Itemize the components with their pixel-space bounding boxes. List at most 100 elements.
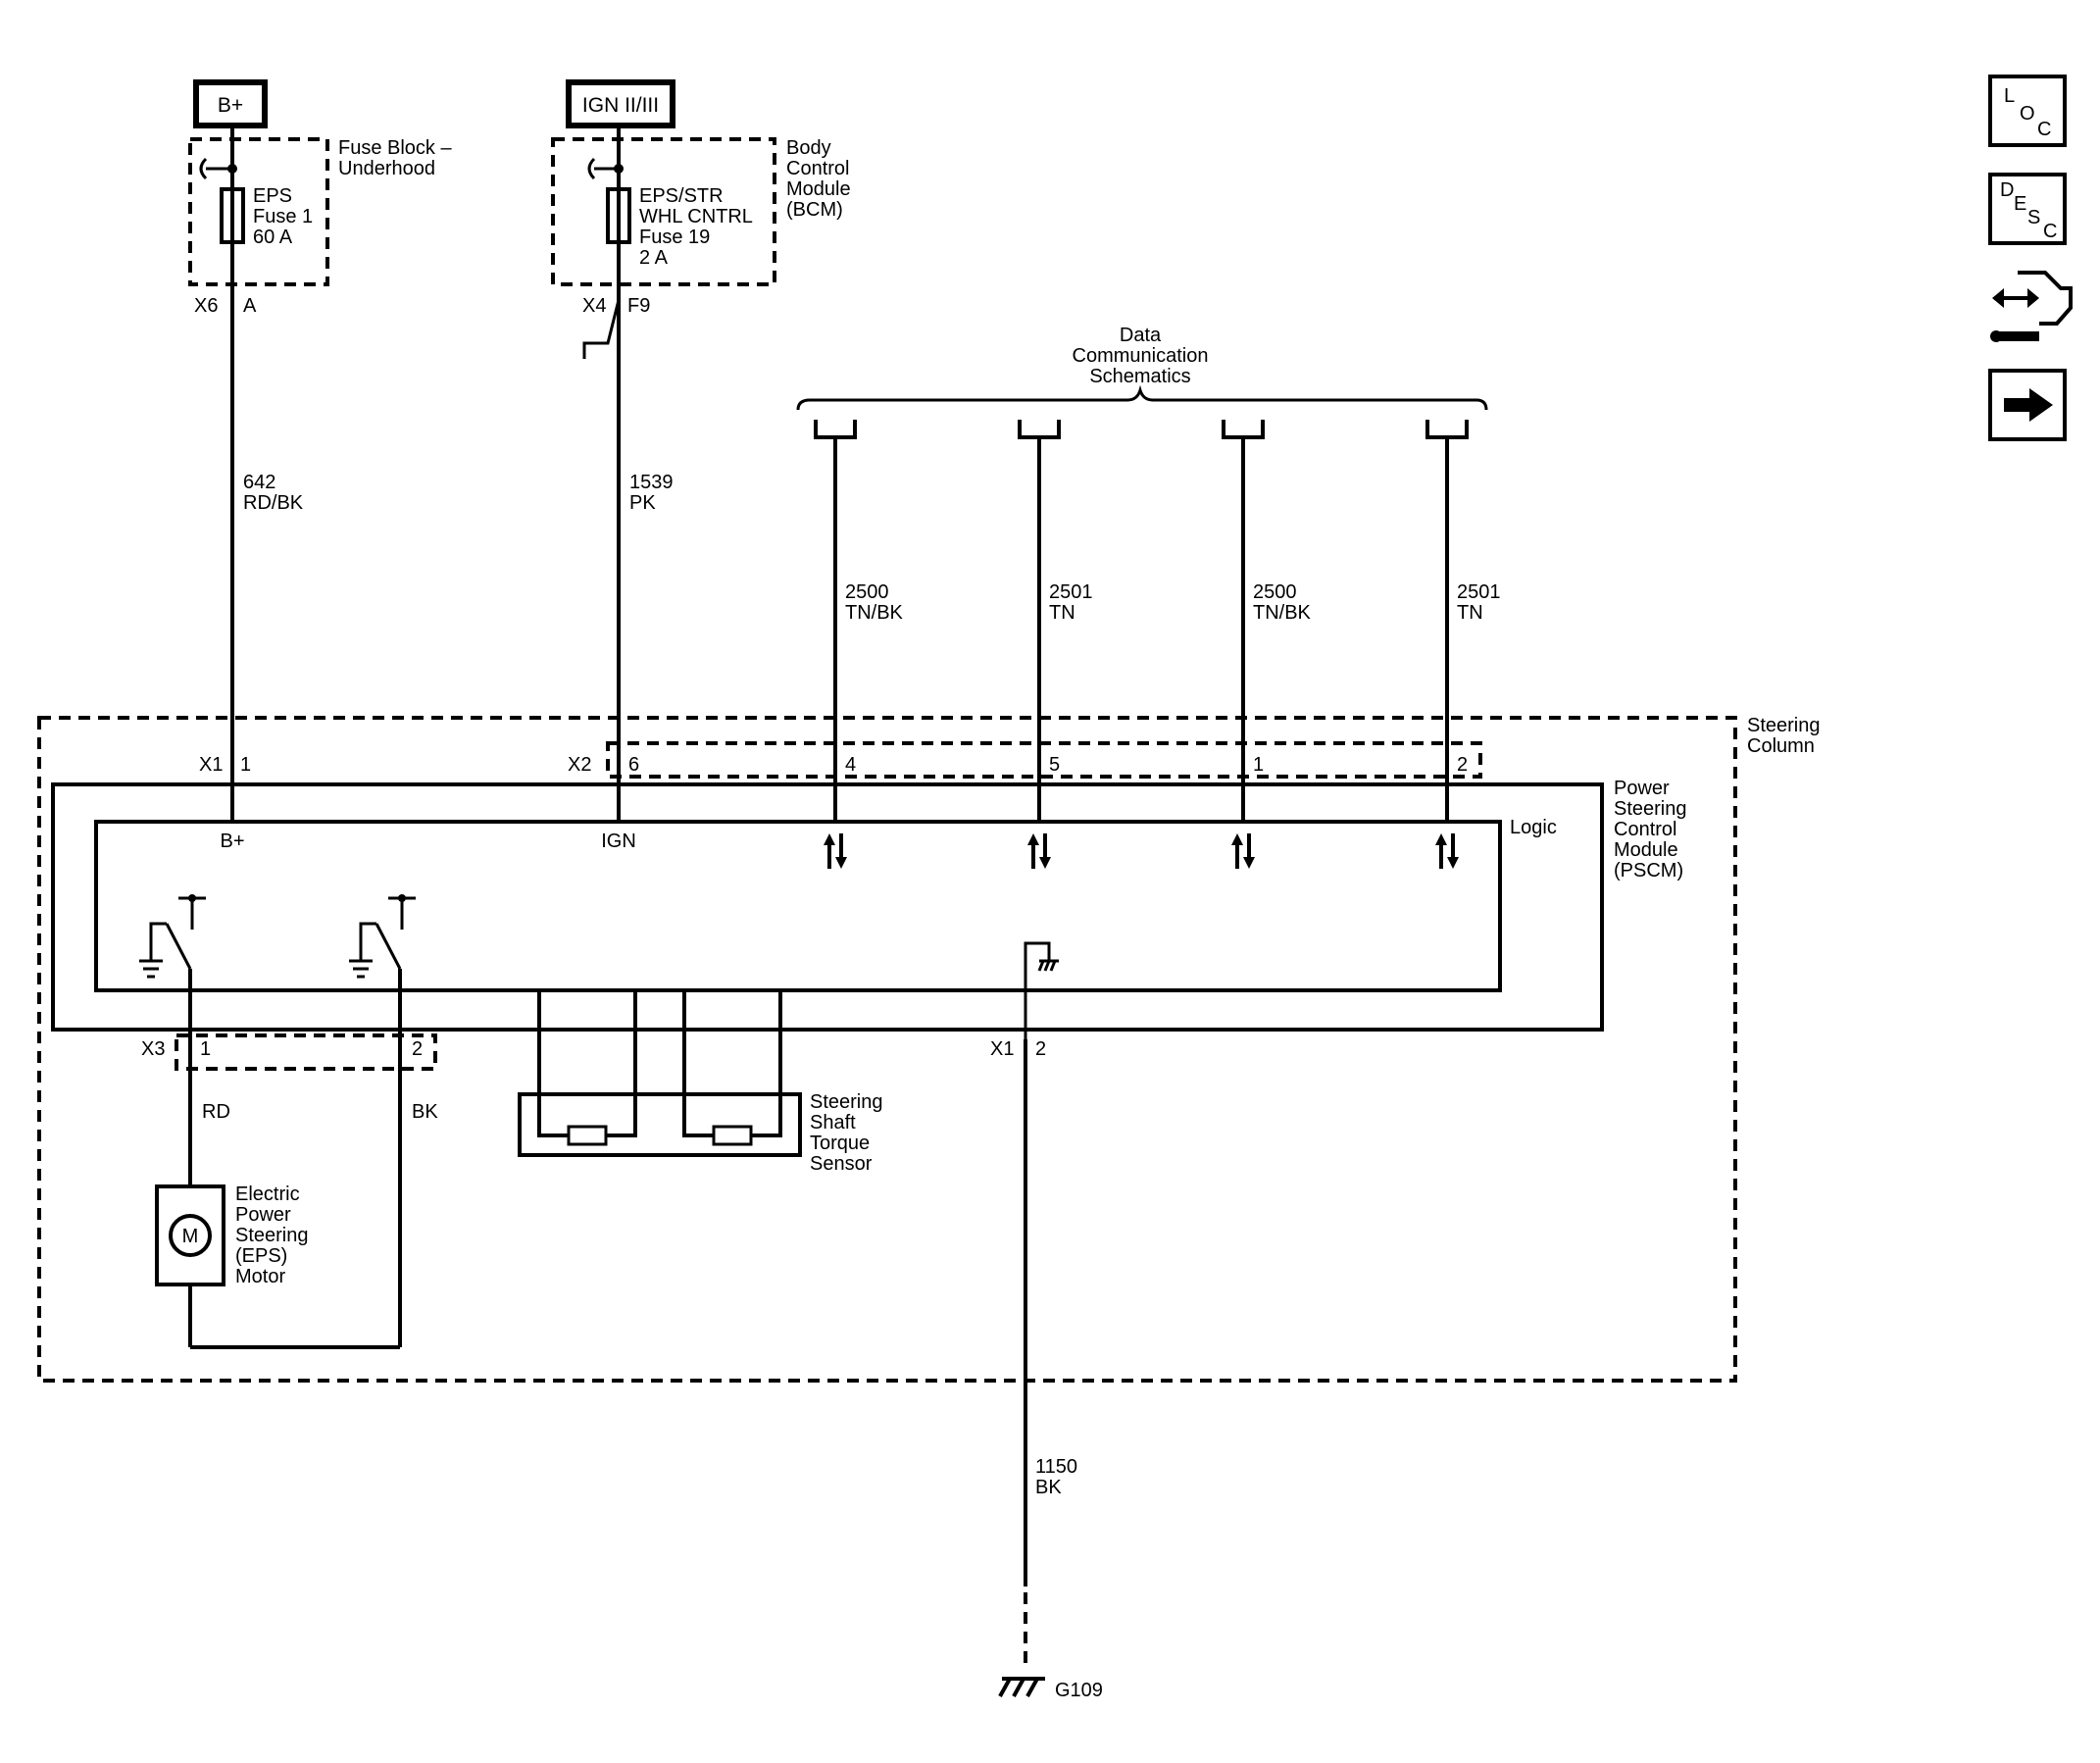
- bcm-label-1: Body: [786, 137, 831, 159]
- wire-1539: 1539 PK: [617, 127, 674, 822]
- description-button[interactable]: D E S C: [1988, 173, 2067, 245]
- data-comm-label-3: Schematics: [1089, 366, 1190, 387]
- wire-642: 642 RD/BK: [230, 127, 304, 822]
- pscm-label-3: Control: [1614, 819, 1676, 840]
- next-button[interactable]: [1988, 369, 2067, 441]
- wire-642-color: RD/BK: [243, 492, 304, 514]
- fuse-block-label: Fuse Block –: [338, 137, 452, 159]
- bcm-splice-icon: [587, 157, 596, 180]
- eps-motor-circuit: RD BK M Electric Power Steering (EPS) Mo…: [155, 1069, 438, 1349]
- data-comm-label-1: Data: [1120, 325, 1162, 346]
- wire-2500-b: 2500 TN/BK: [1241, 437, 1312, 822]
- motor-symbol: M: [182, 1226, 199, 1247]
- x2-pin-5: 5: [1049, 754, 1060, 776]
- fuse-block-label-2: Underhood: [338, 158, 435, 179]
- x2-pin-4: 4: [845, 754, 856, 776]
- pscm-label-5: (PSCM): [1614, 860, 1683, 882]
- x2-pin-2: 2: [1457, 754, 1468, 776]
- internal-ground-icon: [1024, 941, 1059, 1039]
- torque-sensor-label-3: Torque: [810, 1133, 870, 1154]
- fuse-block-underhood: Fuse Block – Underhood EPS Fuse 1 60 A X…: [188, 137, 452, 317]
- bidirectional-arrow-icon: [822, 831, 849, 871]
- wire-1150: 1150 BK: [1024, 1039, 1077, 1669]
- desc-letter-c: C: [2043, 221, 2057, 242]
- x3-connector-outline: [175, 1033, 437, 1071]
- x1-connector: X1: [199, 754, 223, 776]
- fuse-block-connector: X6: [194, 295, 218, 317]
- torque-sensor-label-2: Shaft: [810, 1112, 856, 1133]
- ign-source-label: IGN II/III: [582, 94, 659, 117]
- steering-column: Steering Column: [37, 715, 1821, 1383]
- data-connector-3-icon: [1222, 420, 1265, 439]
- bcm-fuse-label: EPS/STR: [639, 185, 724, 207]
- bcm-fuse-label-2: WHL CNTRL: [639, 206, 753, 227]
- x3-pin-1: 1: [200, 1038, 211, 1060]
- wire-642-circuit: 642: [243, 472, 275, 493]
- pscm-ign-label: IGN: [601, 831, 636, 852]
- x2-pin-1: 1: [1253, 754, 1264, 776]
- bcm-fuse-rating: 2 A: [639, 247, 669, 269]
- steering-shaft-torque-sensor: Steering Shaft Torque Sensor: [518, 992, 883, 1175]
- data-connector-2-icon: [1018, 420, 1061, 439]
- steering-column-label-1: Steering: [1747, 715, 1821, 736]
- loc-letter-l: L: [2004, 85, 2015, 107]
- diagnostic-connector-icon: [1990, 271, 2073, 342]
- wire-2500-a-circuit: 2500: [845, 581, 889, 603]
- loc-letter-c: C: [2037, 119, 2051, 140]
- wire-2500-a: 2500 TN/BK: [833, 437, 904, 822]
- motor-label-1: Electric: [235, 1184, 300, 1205]
- wire-2500-b-color: TN/BK: [1253, 602, 1312, 624]
- wire-1150-color: BK: [1035, 1477, 1062, 1498]
- motor-wire-rd: RD: [202, 1101, 230, 1123]
- diagnostic-connector-button[interactable]: [1990, 271, 2073, 342]
- ground-label: G109: [1055, 1680, 1103, 1701]
- x2-connector: X2: [568, 754, 591, 776]
- x1-pin-1: 1: [240, 754, 251, 776]
- data-connector-1-icon: [814, 420, 857, 439]
- desc-letter-d: D: [2000, 179, 2014, 201]
- x2-connector-outline: [606, 741, 1482, 779]
- connector-labels-bottom: X3 1 2 X1 2: [141, 1038, 1046, 1060]
- ign-source: IGN II/III: [566, 79, 675, 128]
- bcm-pin: F9: [627, 295, 650, 317]
- bplus-source-label: B+: [218, 94, 243, 117]
- torque-sensor-label-1: Steering: [810, 1091, 883, 1113]
- fuse-block-pin: A: [243, 295, 257, 317]
- torque-resistor-2-icon: [712, 1125, 753, 1146]
- wire-2501-a-color: TN: [1049, 602, 1075, 624]
- wire-1539-color: PK: [629, 492, 656, 514]
- ground-g109-icon: G109: [998, 1677, 1103, 1701]
- wire-2500-b-circuit: 2500: [1253, 581, 1297, 603]
- eps-fuse-number: Fuse 1: [253, 206, 313, 227]
- wire-2501-b-color: TN: [1457, 602, 1483, 624]
- bplus-source: B+: [193, 79, 268, 128]
- wire-2501-b: 2501 TN: [1445, 437, 1501, 822]
- motor-label-5: Motor: [235, 1266, 285, 1287]
- torque-sensor-label-4: Sensor: [810, 1153, 873, 1175]
- motor-label-4: (EPS): [235, 1245, 287, 1267]
- data-communication-bracket: Data Communication Schematics: [796, 325, 1488, 439]
- x1-ground-pin-2: 2: [1035, 1038, 1046, 1060]
- bcm-connector: X4: [582, 295, 606, 317]
- data-comm-label-2: Communication: [1073, 345, 1209, 367]
- motor-wire-bk: BK: [412, 1101, 438, 1123]
- motor-label-2: Power: [235, 1204, 291, 1226]
- motor-driver-switch-1-icon: [139, 894, 206, 1069]
- bcm-wire-hook: [582, 299, 621, 359]
- desc-letter-e: E: [2014, 193, 2026, 215]
- pscm-logic-block: Logic B+ IGN: [94, 817, 1557, 992]
- bidirectional-arrow-icon: [1229, 831, 1257, 871]
- location-button[interactable]: L O C: [1988, 75, 2067, 147]
- fuse-block-splice-icon: [199, 157, 208, 180]
- eps-fuse-label: EPS: [253, 185, 292, 207]
- wire-1150-circuit: 1150: [1035, 1456, 1077, 1478]
- loc-letter-o: O: [2020, 103, 2035, 125]
- bcm-label-4: (BCM): [786, 199, 843, 221]
- wire-2501-a: 2501 TN: [1037, 437, 1093, 822]
- x2-pin-6: 6: [628, 754, 639, 776]
- pscm-label-2: Steering: [1614, 798, 1687, 820]
- pscm-label-1: Power: [1614, 778, 1670, 799]
- wire-1539-circuit: 1539: [629, 472, 674, 493]
- pscm-label-4: Module: [1614, 839, 1678, 861]
